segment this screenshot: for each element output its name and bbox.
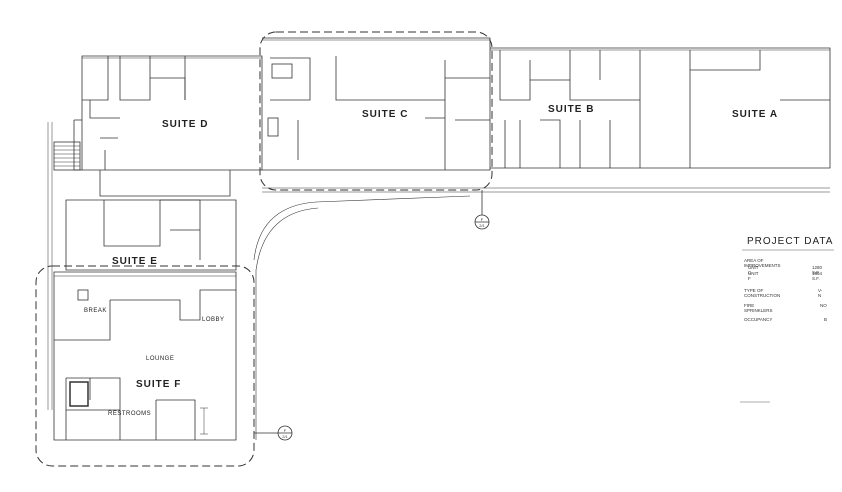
unit-f-label: UNIT F [748, 271, 759, 281]
scope-outline-suite-c [259, 31, 493, 191]
scope-outline-suite-f [35, 265, 255, 467]
room-restrooms-label: RESTROOMS [108, 411, 152, 417]
section-marker-2-top: F [283, 428, 287, 433]
section-marker-1-top: F [480, 217, 484, 222]
suite-d-label: SUITE D [162, 119, 209, 130]
suite-a-label: SUITE A [732, 109, 779, 120]
suite-f-label: SUITE F [136, 379, 182, 390]
section-marker-2 [254, 425, 293, 441]
building-lower [53, 170, 237, 441]
section-marker-2-bottom: 2/1 [282, 434, 288, 439]
section-marker-1 [474, 190, 490, 230]
area-heading-text: AREA OF IMPROVEMENTS [744, 258, 781, 268]
construction-label: TYPE OF CONSTRUCTION [744, 288, 781, 298]
suite-b-label: SUITE B [548, 104, 595, 115]
driveway [253, 195, 471, 440]
room-lobby-label: LOBBY [202, 317, 225, 323]
unit-c-label: UNIT C [748, 265, 759, 275]
room-lounge-label: LOUNGE [146, 356, 175, 362]
occupancy-value: B [824, 317, 828, 322]
project-data-title: PROJECT DATA [747, 236, 834, 247]
sprinklers-value: NO [820, 303, 827, 308]
building-top [73, 37, 831, 193]
room-break-label: BREAK [84, 308, 107, 314]
suite-c-label: SUITE C [362, 109, 409, 120]
occupancy-label: OCCUPANCY [744, 317, 773, 322]
unit-c-value: 1280 S.F. [812, 265, 823, 275]
construction-value: V-N [818, 288, 823, 298]
suite-e-label: SUITE E [112, 256, 158, 267]
sprinklers-label: FIRE SPRINKLERS [744, 303, 773, 313]
unit-f-value: 1564 S.F. [812, 271, 823, 281]
section-marker-1-bottom: 2/1 [479, 223, 485, 228]
